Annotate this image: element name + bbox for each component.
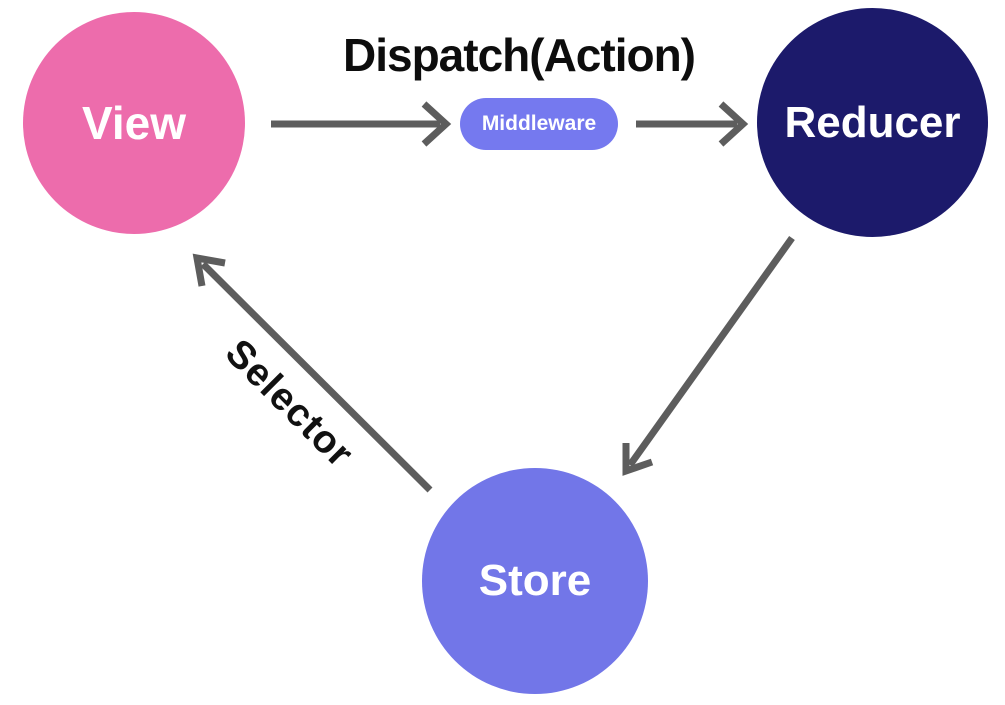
middleware-badge: Middleware xyxy=(460,98,618,150)
node-reducer-label: Reducer xyxy=(784,97,961,147)
node-view-label: View xyxy=(82,97,186,149)
node-view: View xyxy=(23,12,245,234)
arrow-reducer-to-store xyxy=(622,235,795,476)
dispatch-action-label: Dispatch(Action) xyxy=(343,29,696,81)
node-store: Store xyxy=(422,468,648,694)
arrow-middleware-to-reducer xyxy=(636,101,749,147)
selector-edge-label: Selector xyxy=(216,331,362,477)
middleware-badge-label: Middleware xyxy=(481,112,597,135)
node-reducer: Reducer xyxy=(757,8,988,237)
node-store-label: Store xyxy=(478,556,592,605)
arrow-view-to-middleware xyxy=(271,101,452,147)
